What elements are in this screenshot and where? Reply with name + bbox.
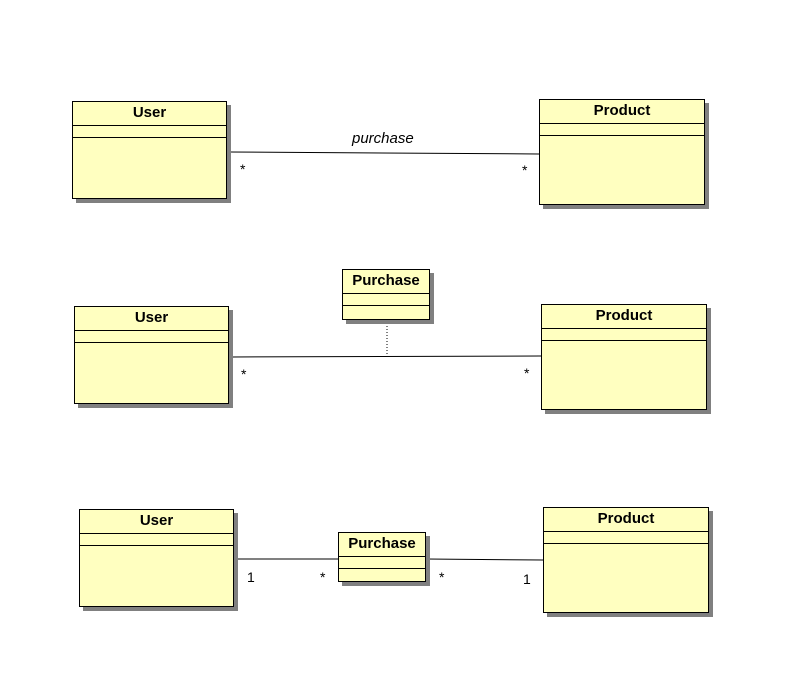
multiplicity-product: *: [524, 365, 530, 381]
class-name: Product: [544, 508, 708, 532]
multiplicity-user: *: [240, 161, 246, 177]
multiplicity-product: *: [522, 162, 528, 178]
attributes-compartment: [339, 557, 425, 569]
multiplicity-user-to-purchase-purchase-end: *: [320, 569, 326, 585]
class-product-3[interactable]: Product: [543, 507, 709, 613]
class-user-3[interactable]: User: [79, 509, 234, 607]
attributes-compartment: [542, 329, 706, 341]
link-purchase-product: [425, 558, 544, 561]
multiplicity-user-to-purchase-user-end: 1: [247, 569, 255, 585]
association-line-1: [228, 151, 540, 155]
attributes-compartment: [73, 126, 226, 138]
class-name: Purchase: [343, 270, 429, 294]
attributes-compartment: [80, 534, 233, 546]
class-purchase-3[interactable]: Purchase: [338, 532, 426, 582]
class-product-2[interactable]: Product: [541, 304, 707, 410]
multiplicity-user: *: [241, 366, 247, 382]
class-product-1[interactable]: Product: [539, 99, 705, 205]
class-name: User: [75, 307, 228, 331]
association-line-2: [230, 355, 542, 358]
attributes-compartment: [75, 331, 228, 343]
class-user-1[interactable]: User: [72, 101, 227, 199]
class-name: Product: [540, 100, 704, 124]
class-name: User: [73, 102, 226, 126]
attributes-compartment: [540, 124, 704, 136]
attributes-compartment: [343, 294, 429, 306]
attributes-compartment: [544, 532, 708, 544]
association-name: purchase: [352, 130, 414, 147]
association-class-purchase[interactable]: Purchase: [342, 269, 430, 320]
class-name: Purchase: [339, 533, 425, 557]
class-name: User: [80, 510, 233, 534]
multiplicity-purchase-to-product-purchase-end: *: [439, 569, 445, 585]
class-user-2[interactable]: User: [74, 306, 229, 404]
multiplicity-purchase-to-product-product-end: 1: [523, 571, 531, 587]
class-name: Product: [542, 305, 706, 329]
